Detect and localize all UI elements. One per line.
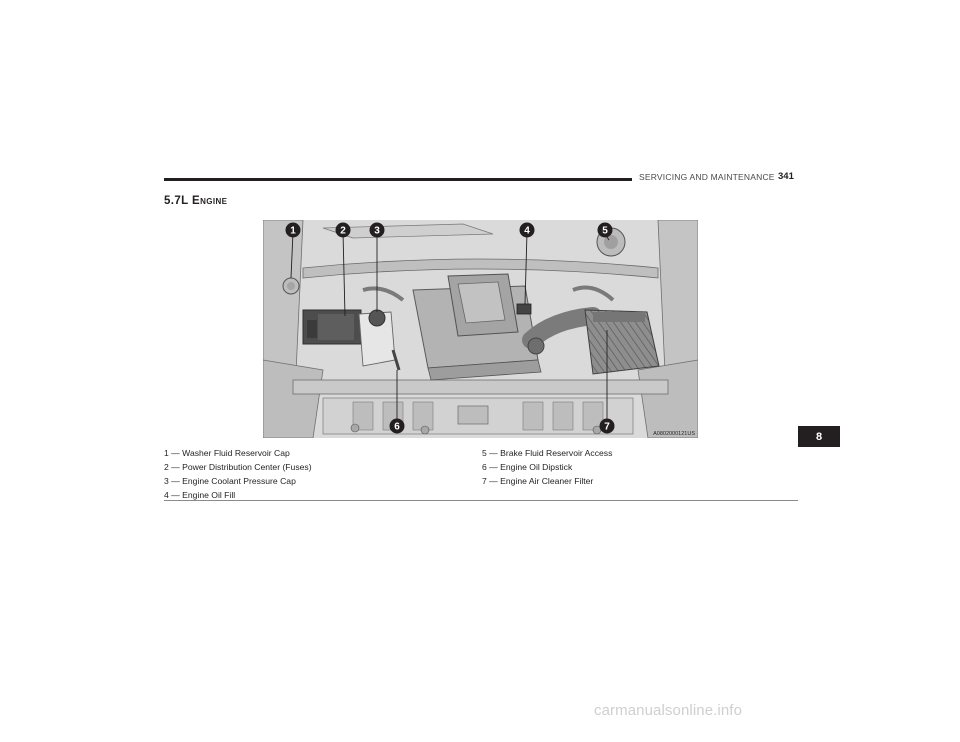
legend-item-2: 2 — Power Distribution Center (Fuses) [164, 462, 312, 472]
page-title: 5.7L Engine [164, 195, 228, 207]
callout-6: 6 [389, 418, 405, 434]
legend-rule [164, 500, 798, 501]
svg-text:2: 2 [340, 226, 346, 237]
header-rule [164, 178, 632, 181]
callout-3: 3 [369, 222, 385, 238]
svg-text:5: 5 [602, 226, 608, 237]
callout-7: 7 [599, 418, 615, 434]
svg-text:7: 7 [604, 422, 610, 433]
svg-text:4: 4 [524, 226, 530, 237]
page-number: 341 [778, 171, 794, 182]
callout-5: 5 [597, 222, 613, 238]
chapter-tab[interactable]: 8 [798, 426, 840, 447]
svg-text:6: 6 [394, 422, 400, 433]
legend-item-4: 4 — Engine Oil Fill [164, 490, 236, 500]
legend-item-1: 1 — Washer Fluid Reservoir Cap [164, 448, 290, 458]
figure-code: A0802000121US [653, 431, 695, 437]
engine-bay-illustration: 1 2 3 4 5 6 7 A0802000121US [263, 220, 698, 438]
legend-item-5: 5 — Brake Fluid Reservoir Access [482, 448, 613, 458]
legend-item-7: 7 — Engine Air Cleaner Filter [482, 476, 594, 486]
legend-item-3: 3 — Engine Coolant Pressure Cap [164, 476, 296, 486]
watermark: carmanualsonline.info [594, 702, 743, 719]
svg-text:1: 1 [290, 226, 296, 237]
legend-item-6: 6 — Engine Oil Dipstick [482, 462, 573, 472]
callout-1: 1 [285, 222, 301, 238]
section-name: SERVICING AND MAINTENANCE [639, 172, 775, 182]
callout-4: 4 [519, 222, 535, 238]
svg-text:3: 3 [374, 226, 380, 237]
callout-2: 2 [335, 222, 351, 238]
